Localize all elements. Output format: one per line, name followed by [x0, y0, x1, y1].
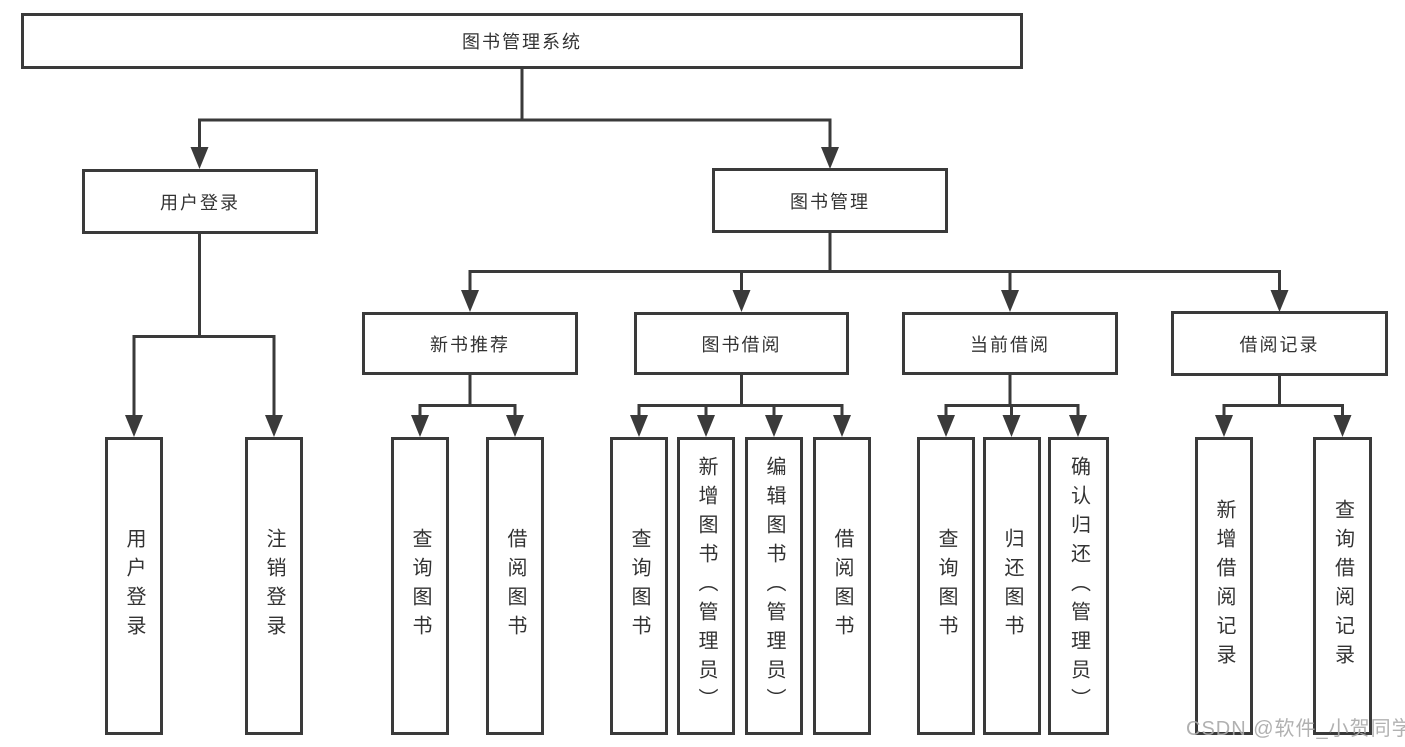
- leaf-label: 借阅图书: [831, 528, 853, 644]
- node-label: 借阅记录: [1239, 334, 1320, 355]
- leaf-query-borrow-record: 查询借阅记录: [1313, 437, 1372, 735]
- leaf-add-borrow-record: 新增借阅记录: [1195, 437, 1253, 735]
- node-current-borrowing: 当前借阅: [902, 312, 1118, 375]
- leaf-label: 借阅图书: [504, 528, 526, 644]
- leaf-label: 查询借阅记录: [1331, 499, 1354, 673]
- leaf-label: 确认归还（管理员）: [1067, 455, 1090, 717]
- node-label: 图书管理系统: [462, 32, 582, 52]
- leaf-return-books: 归还图书: [983, 437, 1041, 735]
- leaf-borrow-books: 借阅图书: [813, 437, 871, 735]
- node-new-book-recommendation: 新书推荐: [362, 312, 578, 375]
- leaf-user-login: 用户登录: [105, 437, 163, 735]
- node-label: 新书推荐: [430, 334, 510, 355]
- leaf-borrow-books-recommend: 借阅图书: [486, 437, 544, 735]
- leaf-add-books-admin: 新增图书（管理员）: [677, 437, 735, 735]
- node-label: 图书借阅: [701, 334, 782, 355]
- leaf-label: 注销登录: [263, 528, 285, 644]
- node-label: 用户登录: [160, 192, 240, 213]
- leaf-query-books-recommend: 查询图书: [391, 437, 449, 735]
- node-borrowing-records: 借阅记录: [1171, 311, 1388, 376]
- leaf-query-books-borrowing: 查询图书: [610, 437, 668, 735]
- csdn-watermark: CSDN @软件_小贺同学: [1186, 718, 1405, 740]
- leaf-label: 用户登录: [123, 528, 145, 644]
- leaf-label: 归还图书: [1001, 528, 1023, 644]
- node-user-login-branch: 用户登录: [82, 169, 318, 234]
- leaf-label: 查询图书: [935, 528, 957, 644]
- node-book-borrowing: 图书借阅: [634, 312, 849, 375]
- leaf-logout: 注销登录: [245, 437, 303, 735]
- node-label: 图书管理: [790, 191, 870, 212]
- leaf-confirm-return-admin: 确认归还（管理员）: [1048, 437, 1109, 735]
- leaf-label: 查询图书: [409, 528, 431, 644]
- node-library-management-system: 图书管理系统: [21, 13, 1023, 69]
- leaf-query-books-current: 查询图书: [917, 437, 975, 735]
- node-book-management-branch: 图书管理: [712, 168, 948, 233]
- leaf-label: 新增图书（管理员）: [695, 455, 717, 717]
- leaf-label: 查询图书: [628, 528, 650, 644]
- leaf-label: 编辑图书（管理员）: [763, 455, 785, 717]
- leaf-label: 新增借阅记录: [1213, 499, 1235, 673]
- leaf-edit-books-admin: 编辑图书（管理员）: [745, 437, 803, 735]
- node-label: 当前借阅: [970, 334, 1050, 355]
